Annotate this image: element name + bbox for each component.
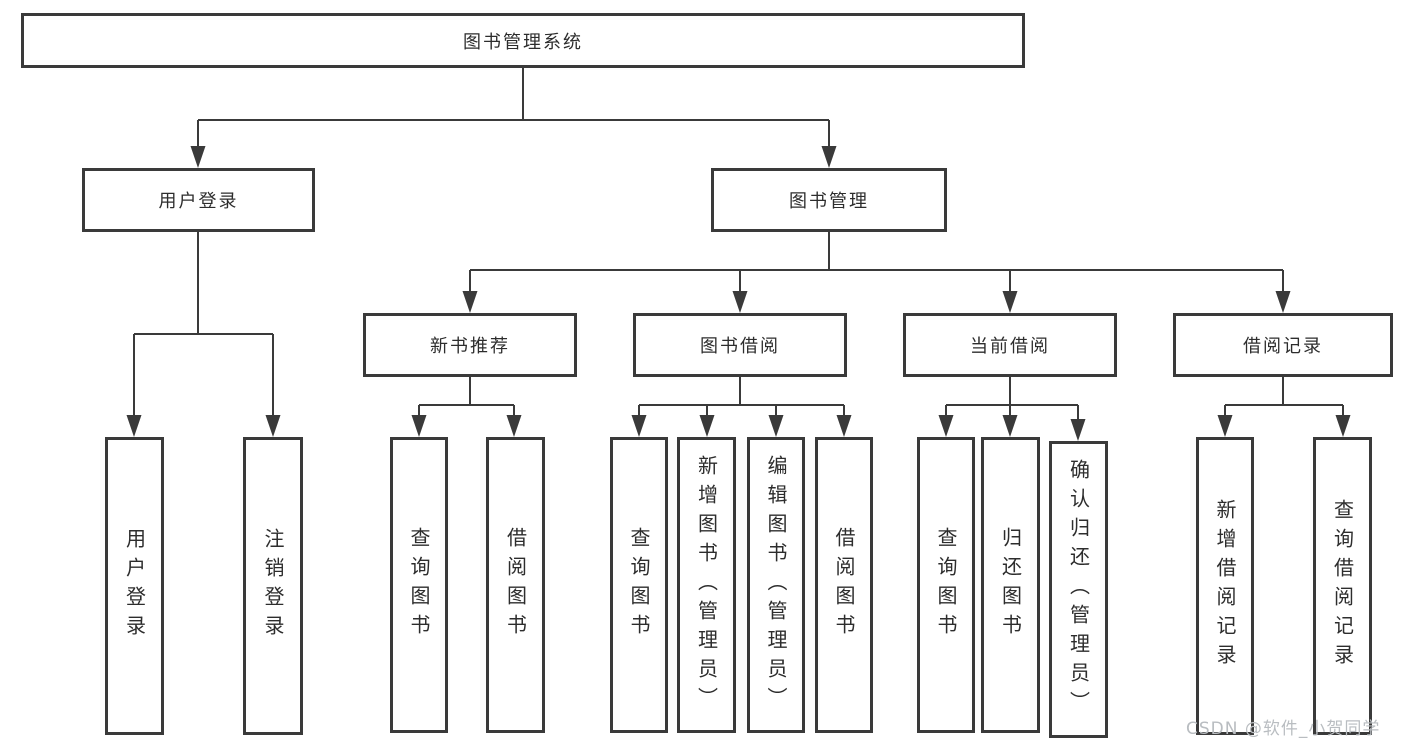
leaf-edit-books-admin: 编辑图书（管理员） [747, 437, 805, 733]
node-book-borrowing: 图书借阅 [633, 313, 847, 377]
node-label: 用户登录 [158, 191, 239, 212]
node-label: 用户登录 [122, 528, 147, 644]
node-user-login: 用户登录 [82, 168, 315, 232]
node-new-book-recommendation: 新书推荐 [363, 313, 577, 377]
node-label: 查询图书 [407, 527, 431, 643]
node-label: 新增图书（管理员） [694, 454, 719, 716]
node-label: 新书推荐 [430, 336, 510, 357]
node-label: 归还图书 [998, 527, 1023, 643]
leaf-query-books-3: 查询图书 [917, 437, 975, 733]
node-label: 借阅图书 [503, 527, 528, 643]
node-label: 注销登录 [261, 528, 285, 644]
leaf-return-books: 归还图书 [981, 437, 1040, 733]
leaf-query-books-1: 查询图书 [390, 437, 448, 733]
node-current-borrowing: 当前借阅 [903, 313, 1117, 377]
node-label: 查询图书 [627, 527, 651, 643]
node-label: 图书管理系统 [463, 31, 583, 53]
leaf-query-books-2: 查询图书 [610, 437, 668, 733]
node-label: 图书借阅 [700, 336, 780, 357]
node-label: 借阅图书 [832, 527, 856, 643]
leaf-borrow-books-1: 借阅图书 [486, 437, 545, 733]
node-book-management: 图书管理 [711, 168, 947, 232]
node-label: 查询借阅记录 [1330, 499, 1355, 673]
csdn-watermark: CSDN @软件_小贺同学 [1186, 719, 1381, 739]
leaf-user-login: 用户登录 [105, 437, 164, 735]
leaf-confirm-return-admin: 确认归还（管理员） [1049, 441, 1108, 738]
node-label: 新增借阅记录 [1213, 499, 1237, 673]
node-library-management-system: 图书管理系统 [21, 13, 1025, 68]
leaf-add-borrow-record: 新增借阅记录 [1196, 437, 1254, 735]
leaf-add-books-admin: 新增图书（管理员） [677, 437, 736, 733]
node-label: 借阅记录 [1243, 336, 1323, 357]
leaf-borrow-books-2: 借阅图书 [815, 437, 873, 733]
node-label: 图书管理 [789, 191, 869, 212]
leaf-logout: 注销登录 [243, 437, 303, 735]
node-label: 确认归还（管理员） [1066, 459, 1091, 720]
node-borrowing-records: 借阅记录 [1173, 313, 1393, 377]
node-label: 当前借阅 [970, 336, 1050, 357]
leaf-query-borrow-record: 查询借阅记录 [1313, 437, 1372, 735]
node-label: 编辑图书（管理员） [764, 454, 788, 716]
node-label: 查询图书 [934, 527, 958, 643]
